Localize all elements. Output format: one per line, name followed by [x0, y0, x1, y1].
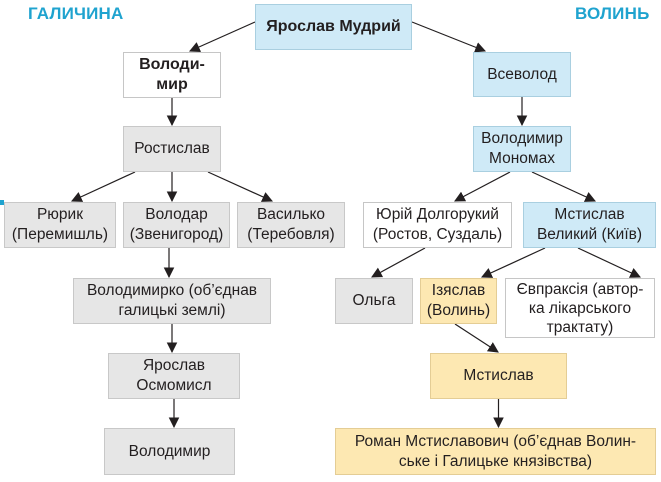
node-iziaslav: Ізяслав (Волинь) — [420, 278, 497, 324]
node-volodymyr-galicia: Володи- мир — [123, 52, 221, 98]
region-title-volhynia: ВОЛИНЬ — [575, 4, 650, 23]
node-volodar: Володар (Звенигород) — [123, 202, 230, 248]
arrow-yaroslav-mudryi-to-vsevolod — [411, 21, 487, 53]
arrow-yurii-dolgorukyi-to-olha — [371, 247, 426, 278]
node-yaroslav-osmomysl: Ярослав Осмомисл — [108, 353, 240, 399]
node-volodymyr-monomakh: Володимир Мономах — [473, 126, 571, 172]
edge-marker — [0, 200, 4, 205]
arrow-mstyslav-velykyi-to-iziaslav — [481, 247, 546, 278]
node-mstyslav: Мстислав — [430, 353, 567, 399]
node-volodymyr-son-of-osmomysl: Володимир — [104, 428, 235, 475]
node-yevpraksiia: Євпраксія (автор- ка лікарського трактат… — [505, 278, 655, 338]
arrow-yaroslav-mudryi-to-volodymyr-1 — [189, 21, 256, 52]
arrow-mstyslav-velykyi-to-yevpraksiia — [577, 247, 641, 278]
node-ryuryk: Рюрик (Перемишль) — [4, 202, 116, 248]
node-yurii-dolgorukyi: Юрій Долгорукий (Ростов, Суздаль) — [363, 202, 512, 248]
arrow-iziaslav-to-mstyslav — [454, 323, 499, 353]
arrow-volodymyr-monomakh-to-yurii-dolgorukyi — [454, 171, 511, 202]
arrow-volodymyr-monomakh-to-mstyslav-velykyi — [531, 171, 596, 202]
region-title-galicia: ГАЛИЧИНА — [28, 4, 124, 23]
arrow-rostyslav-to-vasylko — [207, 171, 273, 202]
node-vasylko: Василько (Теребовля) — [237, 202, 345, 248]
node-olha: Ольга — [335, 278, 413, 324]
node-volodymyrko: Володимирко (об’єднав галицькі землі) — [73, 278, 271, 324]
arrow-rostyslav-to-ryuryk — [71, 171, 136, 202]
node-mstyslav-velykyi: Мстислав Великий (Київ) — [523, 202, 656, 248]
node-yaroslav-mudryi: Ярослав Мудрий — [255, 4, 412, 50]
node-vsevolod: Всеволод — [473, 52, 571, 97]
node-roman-mstyslavovych: Роман Мстиславович (об’єднав Волин- ське… — [335, 428, 656, 475]
node-rostyslav: Ростислав — [123, 126, 221, 172]
